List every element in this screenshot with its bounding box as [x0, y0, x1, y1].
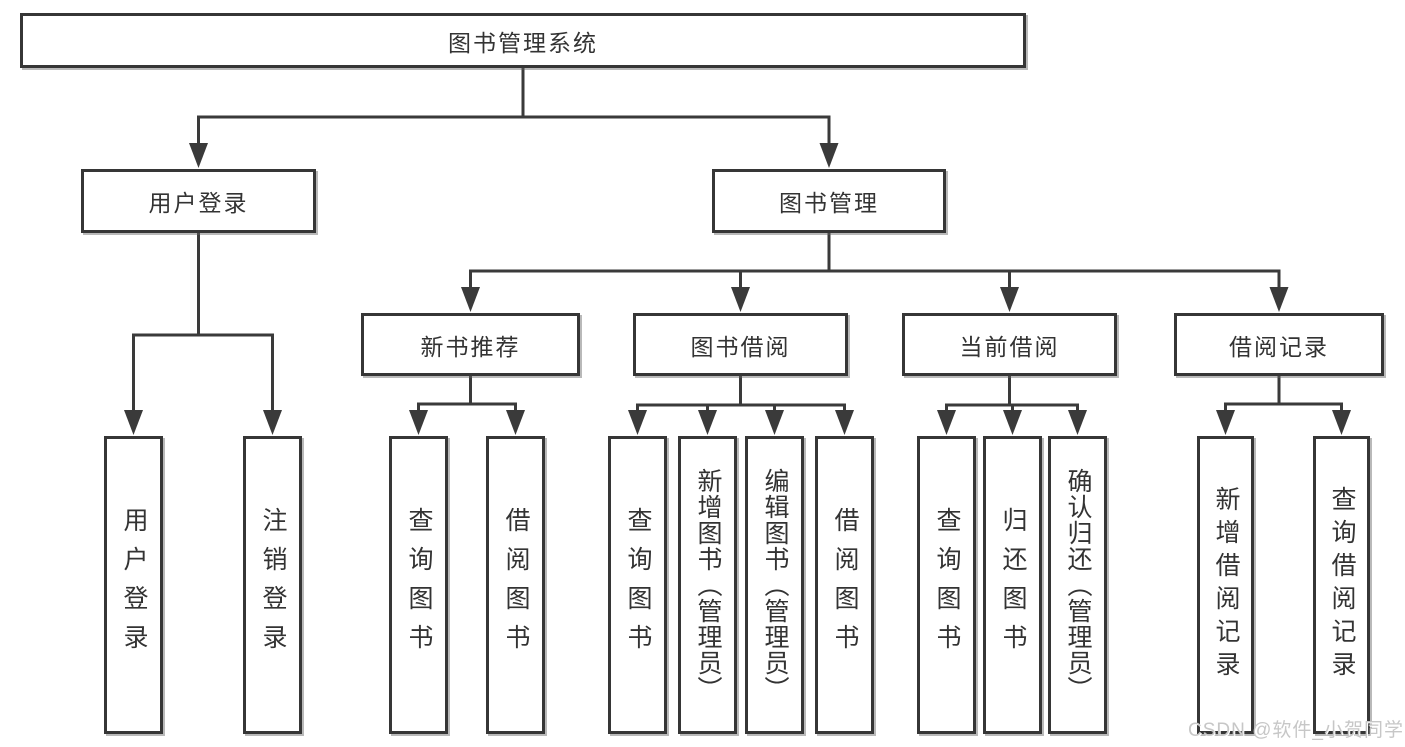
diagram-node-book-borrow: 图书借阅 — [633, 313, 848, 376]
diagram-node-label-leaf-query-book-2: 查询图书 — [624, 507, 652, 663]
arrowhead-down-icon — [698, 410, 717, 435]
diagram-node-label-borrow-records: 借阅记录 — [1229, 333, 1329, 360]
arrowhead-down-icon — [189, 143, 208, 168]
diagram-node-label-leaf-confirm-return: 确认归还（管理员） — [1064, 468, 1092, 702]
diagram-node-leaf-user-login: 用户登录 — [104, 436, 163, 734]
arrowhead-down-icon — [835, 410, 854, 435]
diagram-node-label-new-book-rec: 新书推荐 — [420, 333, 521, 360]
diagram-node-root: 图书管理系统 — [20, 13, 1026, 68]
arrowhead-down-icon — [1068, 410, 1087, 435]
diagram-node-label-leaf-user-login: 用户登录 — [120, 507, 148, 663]
diagram-node-leaf-add-record: 新增借阅记录 — [1197, 436, 1254, 734]
arrowhead-down-icon — [628, 410, 647, 435]
diagram-node-label-leaf-add-record: 新增借阅记录 — [1212, 486, 1240, 684]
diagram-node-label-leaf-query-record: 查询借阅记录 — [1328, 486, 1356, 684]
diagram-node-label-leaf-edit-book: 编辑图书（管理员） — [761, 468, 789, 702]
diagram-node-borrow-records: 借阅记录 — [1174, 313, 1384, 376]
diagram-node-leaf-borrow-book-1: 借阅图书 — [486, 436, 545, 734]
arrowhead-down-icon — [1332, 410, 1351, 435]
diagram-node-leaf-query-book-3: 查询图书 — [917, 436, 976, 734]
arrowhead-down-icon — [819, 143, 839, 168]
diagram-node-user-login: 用户登录 — [81, 169, 316, 233]
diagram-node-label-leaf-add-book: 新增图书（管理员） — [694, 468, 722, 702]
diagram-node-current-borrow: 当前借阅 — [902, 313, 1117, 376]
arrowhead-down-icon — [1269, 287, 1289, 312]
diagram-node-leaf-query-book-1: 查询图书 — [389, 436, 448, 734]
arrowhead-down-icon — [731, 287, 750, 312]
diagram-node-label-current-borrow: 当前借阅 — [959, 333, 1060, 360]
diagram-node-leaf-add-book: 新增图书（管理员） — [678, 436, 737, 734]
diagram-node-label-leaf-return-book: 归还图书 — [999, 507, 1027, 663]
arrowhead-down-icon — [461, 287, 480, 312]
diagram-node-leaf-query-book-2: 查询图书 — [608, 436, 667, 734]
diagram-node-leaf-edit-book: 编辑图书（管理员） — [745, 436, 804, 734]
arrowhead-down-icon — [1000, 287, 1019, 312]
diagram-node-book-mgmt: 图书管理 — [712, 169, 946, 233]
diagram-node-leaf-query-record: 查询借阅记录 — [1313, 436, 1370, 734]
diagram-node-label-root: 图书管理系统 — [448, 29, 598, 56]
diagram-node-label-leaf-query-book-1: 查询图书 — [405, 507, 433, 663]
diagram-node-label-book-borrow: 图书借阅 — [690, 333, 791, 360]
diagram-node-label-leaf-borrow-book-2: 借阅图书 — [831, 507, 859, 663]
diagram-node-label-leaf-borrow-book-1: 借阅图书 — [502, 507, 530, 663]
diagram-node-label-leaf-query-book-3: 查询图书 — [933, 507, 961, 663]
arrowhead-down-icon — [263, 410, 282, 435]
diagram-node-leaf-confirm-return: 确认归还（管理员） — [1048, 436, 1107, 734]
diagram-node-leaf-logout: 注销登录 — [243, 436, 302, 734]
csdn-watermark: CSDN @软件_小贺同学 — [1188, 720, 1404, 741]
diagram-node-label-leaf-logout: 注销登录 — [259, 507, 287, 663]
arrowhead-down-icon — [765, 410, 784, 435]
diagram-node-label-book-mgmt: 图书管理 — [779, 190, 879, 216]
arrowhead-down-icon — [409, 410, 428, 435]
arrowhead-down-icon — [1216, 410, 1235, 435]
diagram-node-leaf-return-book: 归还图书 — [983, 436, 1042, 734]
arrowhead-down-icon — [937, 410, 956, 435]
arrowhead-down-icon — [124, 410, 143, 435]
diagram-node-new-book-rec: 新书推荐 — [361, 313, 580, 376]
arrowhead-down-icon — [506, 410, 525, 435]
diagram-node-label-user-login: 用户登录 — [148, 190, 249, 216]
arrowhead-down-icon — [1003, 410, 1022, 435]
diagram-node-leaf-borrow-book-2: 借阅图书 — [815, 436, 874, 734]
